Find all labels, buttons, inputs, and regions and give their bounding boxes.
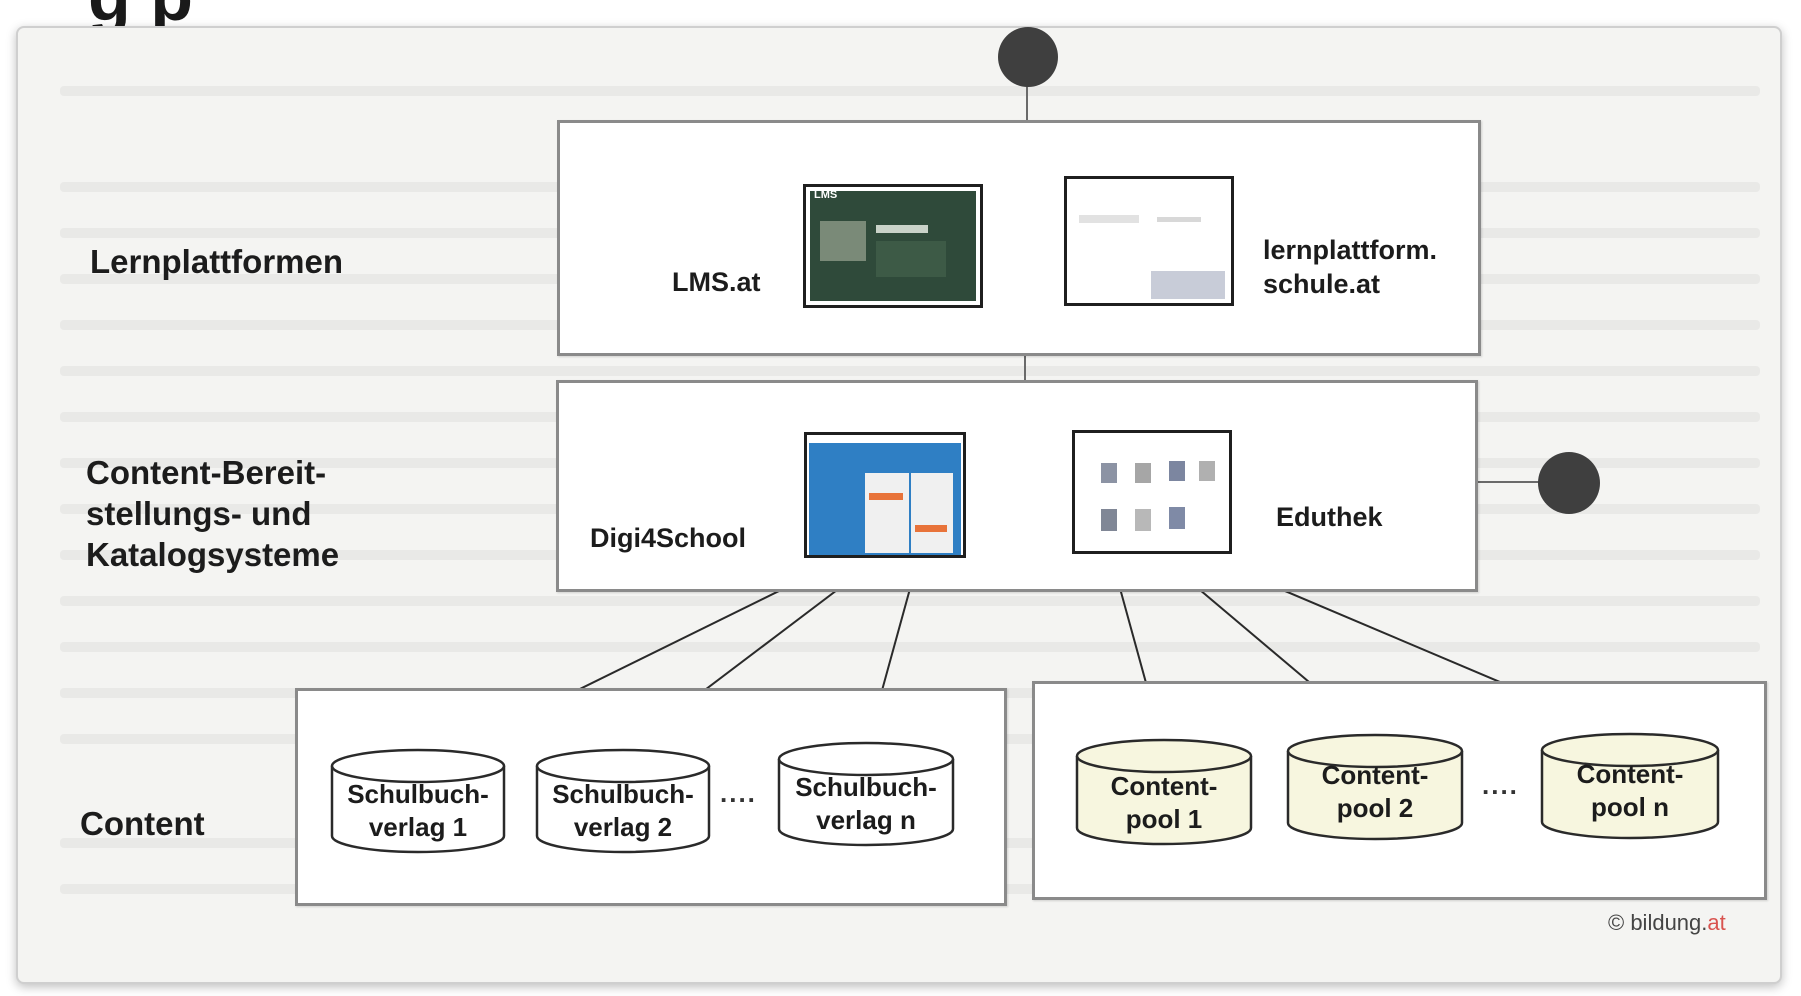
database-contentpool-1: Content- pool 1 [1075, 738, 1253, 846]
database-label-line1: Content- [1110, 771, 1218, 801]
copyright-notice: © bildung.at [1608, 910, 1726, 936]
eduthek-thumb-tile [1101, 509, 1117, 531]
row-label-content-systems-line3: Katalogsysteme [86, 536, 340, 573]
database-label-line2: pool 1 [1125, 804, 1203, 834]
system-eduthek: Eduthek [1276, 502, 1383, 532]
faint-text-line [60, 86, 1760, 96]
content-systems-box [556, 380, 1478, 592]
lms-thumb-panel [876, 241, 946, 277]
top-node [998, 27, 1058, 87]
digi-thumb-button [869, 493, 903, 500]
platform-lms-at: LMS.at [672, 267, 761, 297]
eduthek-screenshot-thumbnail [1072, 430, 1232, 554]
pools-ellipsis: .... [1482, 770, 1519, 800]
eduthek-thumb-tile [1135, 509, 1151, 531]
lms-thumb-caption: LMS [814, 189, 838, 201]
database-label-line1: Content- [1576, 759, 1684, 789]
lernplattformen-box [557, 120, 1481, 356]
database-contentpool-2: Content- pool 2 [1286, 733, 1464, 841]
lernplattform-thumb-text [1079, 215, 1139, 223]
database-schulbuchverlag-2: Schulbuch- verlag 2 [535, 748, 711, 854]
copyright-suffix: at [1707, 910, 1726, 935]
platform-lernplattform-line1: lernplattform. [1263, 235, 1438, 265]
system-digi4school: Digi4School [590, 523, 747, 553]
database-label-line2: verlag 2 [573, 812, 673, 842]
database-label-line1: Content- [1321, 760, 1429, 790]
platform-lernplattform-line2: schule.at [1263, 269, 1381, 299]
eduthek-thumb-tile [1169, 461, 1185, 481]
database-label-line2: pool 2 [1336, 793, 1414, 823]
digi-thumb-page [911, 473, 953, 553]
faint-text-line [60, 366, 1760, 376]
faint-text-line [60, 642, 1760, 652]
lernplattform-thumb-photo [1151, 271, 1225, 299]
lms-screenshot-thumbnail: LMS [803, 184, 983, 308]
faint-text-line [60, 596, 1760, 606]
database-label-line2: verlag 1 [368, 812, 468, 842]
eduthek-thumb-tile [1135, 463, 1151, 483]
eduthek-thumb-tile [1199, 461, 1215, 481]
row-label-lernplattformen: Lernplattformen [90, 243, 344, 280]
lms-thumb-tile [820, 221, 866, 261]
database-label-line2: verlag n [816, 805, 916, 835]
database-label-line1: Schulbuch- [552, 779, 694, 809]
database-schulbuchverlag-1: Schulbuch- verlag 1 [330, 748, 506, 854]
digi4school-screenshot-thumbnail [804, 432, 966, 558]
digi-thumb-button [915, 525, 947, 532]
database-label-line1: Schulbuch- [347, 779, 489, 809]
copyright-prefix: © bildung. [1608, 910, 1708, 935]
eduthek-thumb-tile [1101, 463, 1117, 483]
lms-thumb-text [876, 225, 928, 233]
database-label-line2: pool n [1591, 792, 1669, 822]
row-label-content-systems-line2: stellungs- und [86, 495, 312, 532]
database-contentpool-n: Content- pool n [1540, 732, 1720, 840]
lernplattform-thumb-text [1157, 217, 1201, 222]
side-node [1538, 452, 1600, 514]
publishers-ellipsis: .... [720, 778, 757, 808]
row-label-content: Content [80, 805, 205, 842]
lernplattform-screenshot-thumbnail [1064, 176, 1234, 306]
database-label-line1: Schulbuch- [795, 772, 937, 802]
row-label-content-systems-line1: Content-Bereit- [86, 454, 327, 491]
eduthek-thumb-tile [1169, 507, 1185, 529]
digi-thumb-page [865, 473, 909, 553]
database-schulbuchverlag-n: Schulbuch- verlag n [777, 741, 955, 847]
